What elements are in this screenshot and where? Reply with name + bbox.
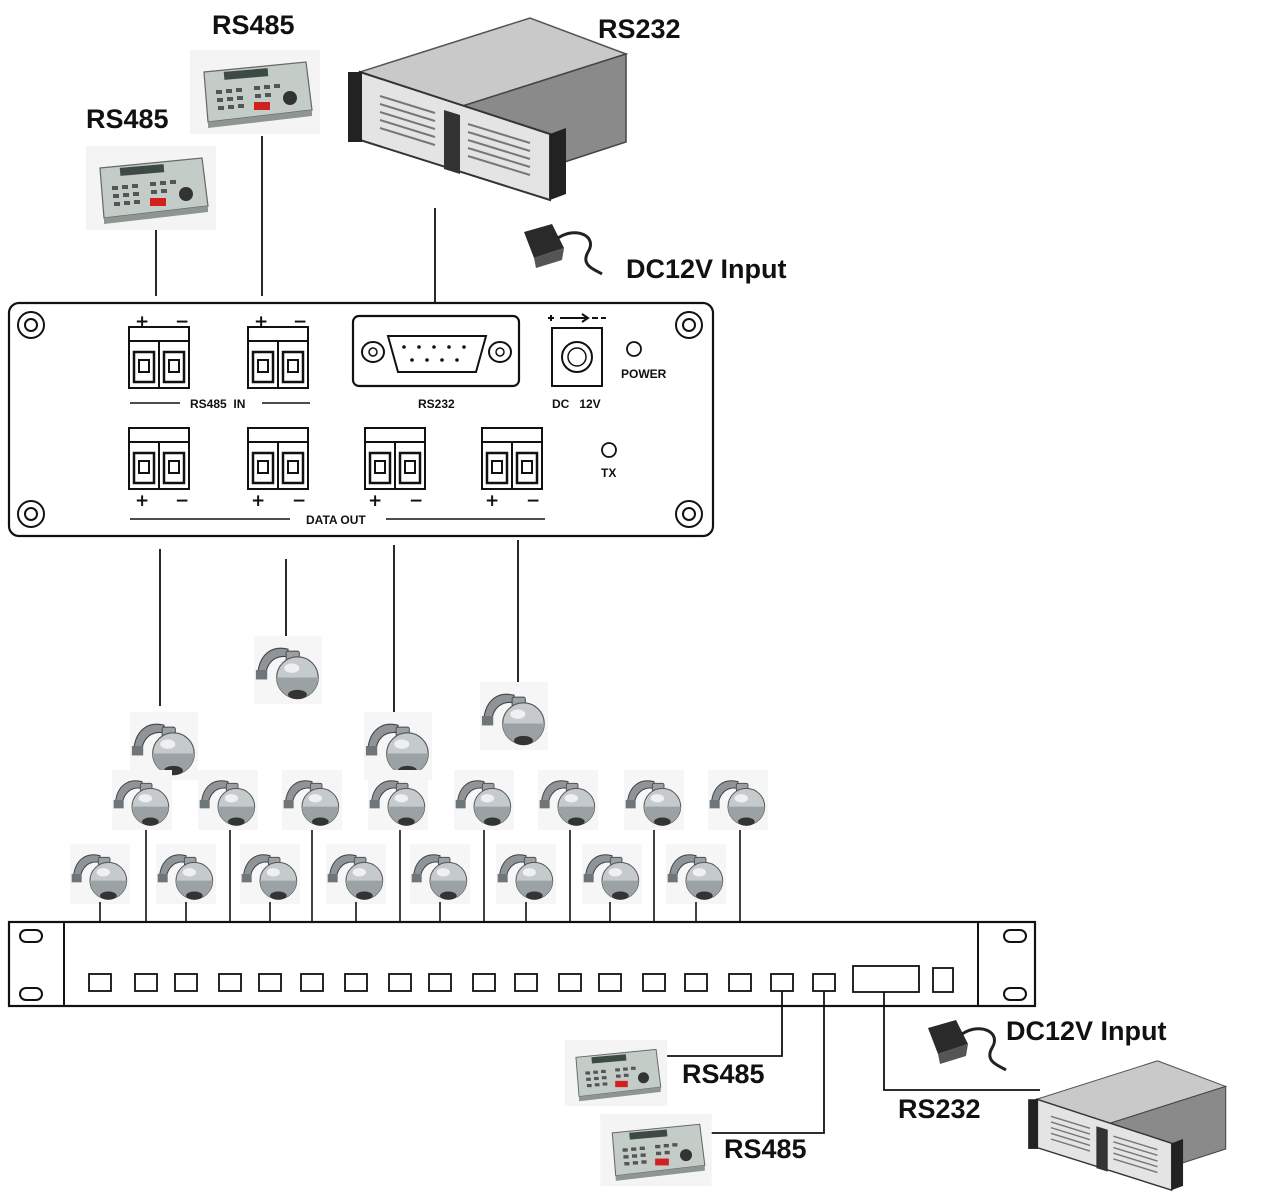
tx-label: TX	[601, 466, 616, 480]
speed-dome-camera-icon	[367, 770, 429, 830]
data-out-terminal-2	[247, 427, 309, 491]
power-adapter-icon	[522, 222, 604, 276]
rack-power-jack	[932, 967, 954, 993]
rs485-in-terminal-2	[247, 326, 309, 390]
speed-dome-camera-icon	[537, 770, 599, 830]
output-wires	[159, 540, 519, 716]
plus-sign: +	[368, 491, 382, 511]
input-wires	[155, 136, 436, 303]
speed-dome-camera-icon	[325, 844, 387, 904]
minus-sign: −	[409, 491, 423, 511]
speed-dome-camera-icon	[155, 844, 217, 904]
minus-sign: −	[175, 312, 189, 332]
label-rs232-bottom: RS232	[898, 1094, 981, 1124]
rs485-in-terminal-1	[128, 326, 190, 390]
minus-sign: −	[526, 491, 540, 511]
speed-dome-camera-icon	[239, 844, 301, 904]
label-dc12v-top: DC12V Input	[626, 254, 787, 284]
minus-sign: −	[175, 491, 189, 511]
ptz-keyboard-controller-icon	[564, 1040, 668, 1106]
rack-ports	[88, 973, 836, 992]
ptz-keyboard-controller-icon	[600, 1114, 712, 1186]
plus-sign: +	[251, 491, 265, 511]
data-out-terminal-1	[128, 427, 190, 491]
rs485-in-label: RS485 IN	[190, 397, 245, 411]
power-led-icon	[626, 341, 642, 357]
rs232-label: RS232	[418, 397, 455, 411]
rack-rs232-port	[852, 965, 920, 993]
tx-led-icon	[601, 442, 617, 458]
plus-sign: +	[254, 312, 268, 332]
power-adapter-icon	[926, 1018, 1008, 1072]
plus-sign: +	[135, 491, 149, 511]
data-out-label: DATA OUT	[306, 513, 366, 527]
speed-dome-camera-icon	[129, 712, 199, 780]
speed-dome-camera-icon	[409, 844, 471, 904]
bottom-wires	[664, 991, 1040, 1134]
speed-dome-camera-icon	[495, 844, 557, 904]
rack-pc-icon	[347, 17, 627, 201]
speed-dome-camera-icon	[197, 770, 259, 830]
speed-dome-camera-icon	[707, 770, 769, 830]
power-label: POWER	[621, 367, 667, 381]
label-rs485-bottom-1: RS485	[682, 1059, 765, 1089]
rack-pc-icon	[1027, 1059, 1227, 1192]
speed-dome-camera-icon	[581, 844, 643, 904]
speed-dome-camera-icon	[453, 770, 515, 830]
label-rs232-top: RS232	[598, 14, 681, 44]
label-rs485-top-2: RS485	[212, 10, 295, 40]
speed-dome-camera-icon	[281, 770, 343, 830]
speed-dome-camera-icon	[69, 844, 131, 904]
minus-sign: −	[292, 491, 306, 511]
label-rs485-top-1: RS485	[86, 104, 169, 134]
speed-dome-camera-icon	[623, 770, 685, 830]
rs485-distributor-panel: + − + − RS485 IN RS232 DC 12V POWER TX	[7, 301, 715, 538]
plus-sign: +	[135, 312, 149, 332]
data-out-terminal-3	[364, 427, 426, 491]
mounting-holes	[17, 311, 703, 528]
speed-dome-camera-icon	[363, 712, 433, 780]
speed-dome-camera-icon	[479, 682, 549, 750]
rack-distributor-unit	[7, 920, 1037, 1008]
speed-dome-camera-icon	[665, 844, 727, 904]
speed-dome-camera-icon	[253, 636, 323, 704]
plus-sign: +	[485, 491, 499, 511]
dc-12v-label: DC 12V	[552, 397, 601, 411]
ptz-keyboard-controller-icon	[86, 146, 216, 230]
label-dc12v-bottom: DC12V Input	[1006, 1016, 1167, 1046]
minus-sign: −	[293, 312, 307, 332]
ptz-keyboard-controller-icon	[190, 50, 320, 134]
data-out-terminal-4	[481, 427, 543, 491]
camera-group	[69, 636, 769, 904]
label-rs485-bottom-2: RS485	[724, 1134, 807, 1164]
speed-dome-camera-icon	[111, 770, 173, 830]
